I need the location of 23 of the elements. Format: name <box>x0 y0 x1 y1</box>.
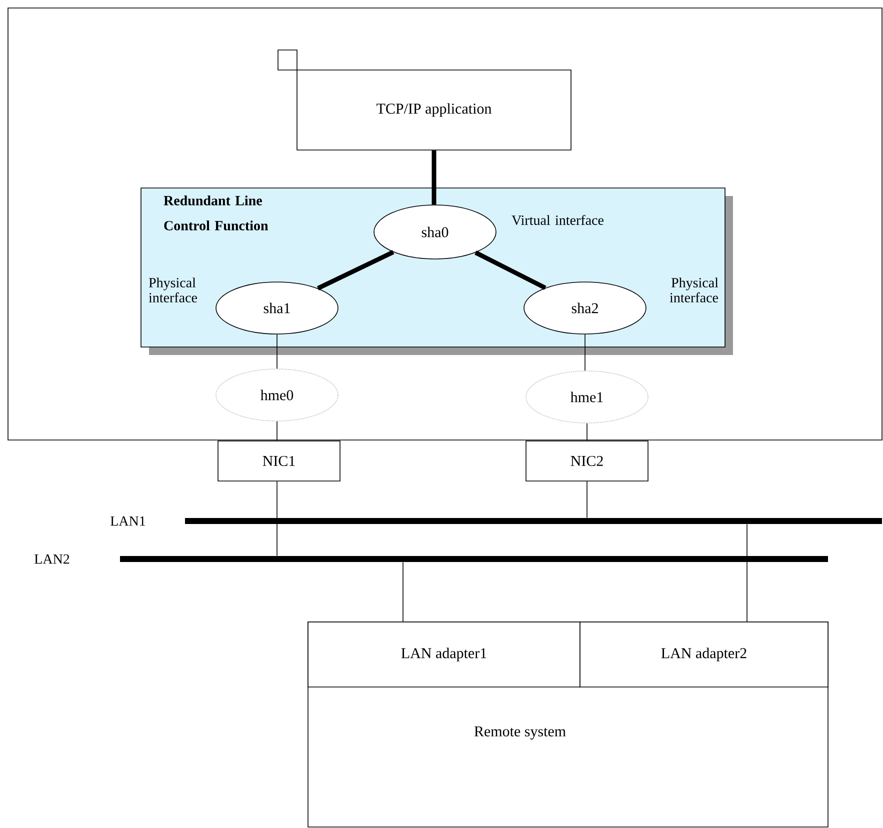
beside-label: Physical interface <box>148 278 198 302</box>
connector-line <box>586 481 588 518</box>
beside-label: LAN2 <box>34 554 70 564</box>
adapter-cell: LAN adapter2 <box>580 622 828 688</box>
connector-line <box>584 334 586 371</box>
connector-line <box>316 250 394 290</box>
connector-line <box>276 334 278 369</box>
connector-line <box>746 524 748 622</box>
application-box: TCP/IP application <box>278 50 572 150</box>
lan-bar <box>120 556 828 562</box>
connector-line <box>474 250 546 290</box>
beside-label: LAN1 <box>110 516 146 526</box>
adapter-cell: LAN adapter1 <box>308 622 580 688</box>
connector-line <box>586 423 588 441</box>
beside-label: Physical interface <box>670 278 718 302</box>
connector-line <box>402 562 404 622</box>
beside-label: Virtual interface <box>512 214 604 226</box>
connector-line <box>432 150 436 205</box>
lan-bar <box>185 518 882 524</box>
nic-box: NIC1 <box>218 440 340 482</box>
connector-line <box>276 481 278 556</box>
connector-line <box>276 421 278 441</box>
nic-box: NIC2 <box>526 440 648 482</box>
